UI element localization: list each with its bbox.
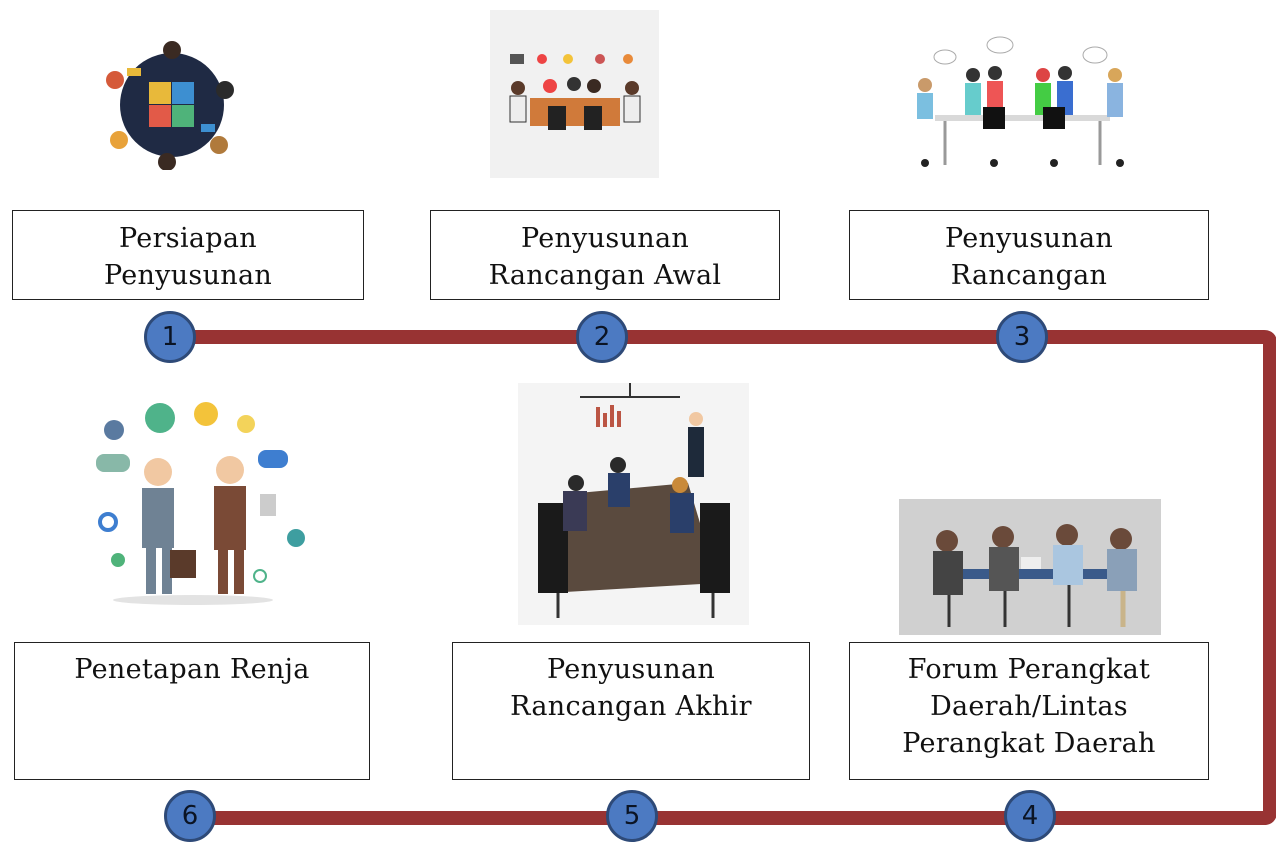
stage-4-label: Forum Perangkat Daerah/Lintas Perangkat …: [902, 654, 1156, 759]
step-3-marker: 3: [996, 311, 1048, 363]
step-1-marker: 1: [144, 311, 196, 363]
step-5-marker: 5: [606, 790, 658, 842]
stage-1-box: Persiapan Penyusunan: [12, 210, 364, 300]
stage-4-box: Forum Perangkat Daerah/Lintas Perangkat …: [849, 642, 1209, 780]
handshake-illustration: [96, 402, 305, 605]
stage-3-label: Penyusunan Rancangan: [944, 223, 1114, 291]
stage-6-label: Penetapan Renja: [74, 654, 310, 685]
stage-2-box: Penyusunan Rancangan Awal: [430, 210, 780, 300]
boardroom-meeting-illustration: [518, 383, 749, 625]
stage-5-box: Penyusunan Rancangan Akhir: [452, 642, 810, 780]
team-desk-meeting-illustration: [490, 10, 659, 178]
puzzle-teamwork-illustration: [106, 41, 234, 170]
step-2-marker: 2: [576, 311, 628, 363]
stage-1-label: Persiapan Penyusunan: [103, 223, 273, 291]
stage-3-box: Penyusunan Rancangan: [849, 210, 1209, 300]
stage-5-label: Penyusunan Rancangan Akhir: [510, 654, 752, 722]
forum-meeting-photo: [899, 499, 1161, 635]
stage-2-label: Penyusunan Rancangan Awal: [488, 223, 722, 291]
stage-6-box: Penetapan Renja: [14, 642, 370, 780]
discussion-table-illustration: [917, 36, 1124, 167]
step-4-marker: 4: [1004, 790, 1056, 842]
step-6-marker: 6: [164, 790, 216, 842]
